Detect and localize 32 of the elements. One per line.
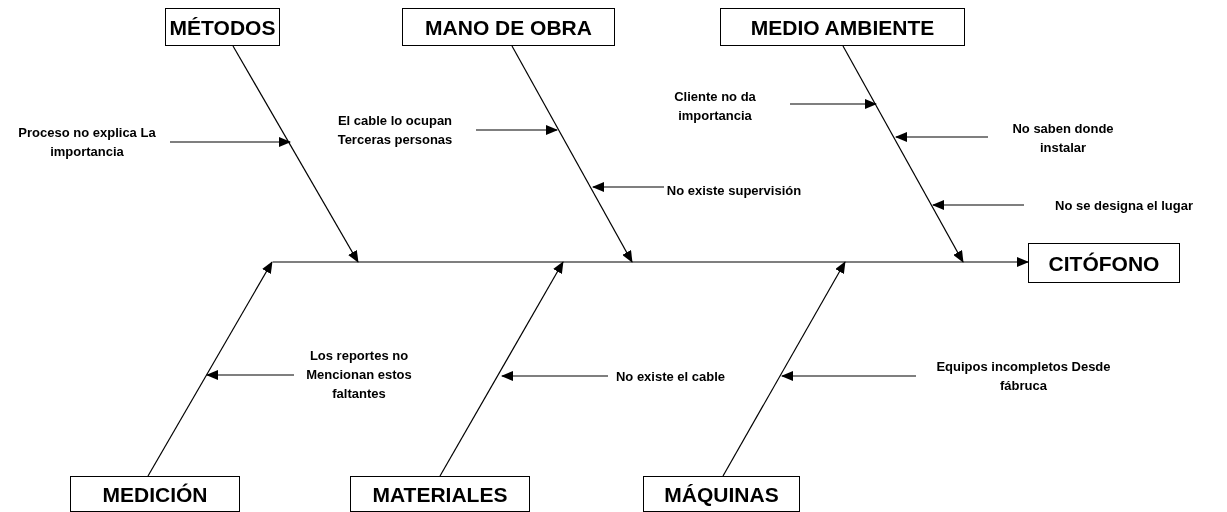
cause-arrow <box>475 125 558 135</box>
cause-label: Proceso no explica La importancia <box>17 124 157 161</box>
cause-arrow <box>895 132 989 142</box>
bone-arrow <box>511 45 633 263</box>
cause-label: No se designa el lugar <box>1055 196 1193 215</box>
category-box: MATERIALES <box>350 476 530 512</box>
cause-arrow <box>169 137 291 147</box>
cause-label: No saben donde instalar <box>1011 120 1115 157</box>
cause-arrow <box>501 371 609 381</box>
spine-arrow <box>272 257 1029 267</box>
bone-arrow <box>722 261 846 477</box>
cause-arrow <box>592 182 665 192</box>
cause-arrow <box>781 371 917 381</box>
cause-label: No existe el cable <box>615 367 726 386</box>
effect-box: CITÓFONO <box>1028 243 1180 283</box>
cause-label: Los reportes no Mencionan estos faltantes <box>305 346 413 403</box>
category-box: MEDICIÓN <box>70 476 240 512</box>
bone-arrow <box>232 45 359 263</box>
cause-arrow <box>789 99 877 109</box>
category-box: MÉTODOS <box>165 8 280 46</box>
bone-arrow <box>842 45 964 263</box>
category-box: MÁQUINAS <box>643 476 800 512</box>
cause-label: Equipos incompletos Desde fábruca <box>935 358 1112 395</box>
cause-arrow <box>932 200 1025 210</box>
cause-label: No existe supervisión <box>666 181 802 200</box>
bone-arrow <box>439 261 564 477</box>
cause-arrow <box>206 370 295 380</box>
cause-label: Cliente no da importancia <box>673 88 757 125</box>
cause-label: El cable lo ocupan Terceras personas <box>336 112 454 149</box>
category-box: MANO DE OBRA <box>402 8 615 46</box>
category-box: MEDIO AMBIENTE <box>720 8 965 46</box>
bone-arrow <box>147 261 273 477</box>
